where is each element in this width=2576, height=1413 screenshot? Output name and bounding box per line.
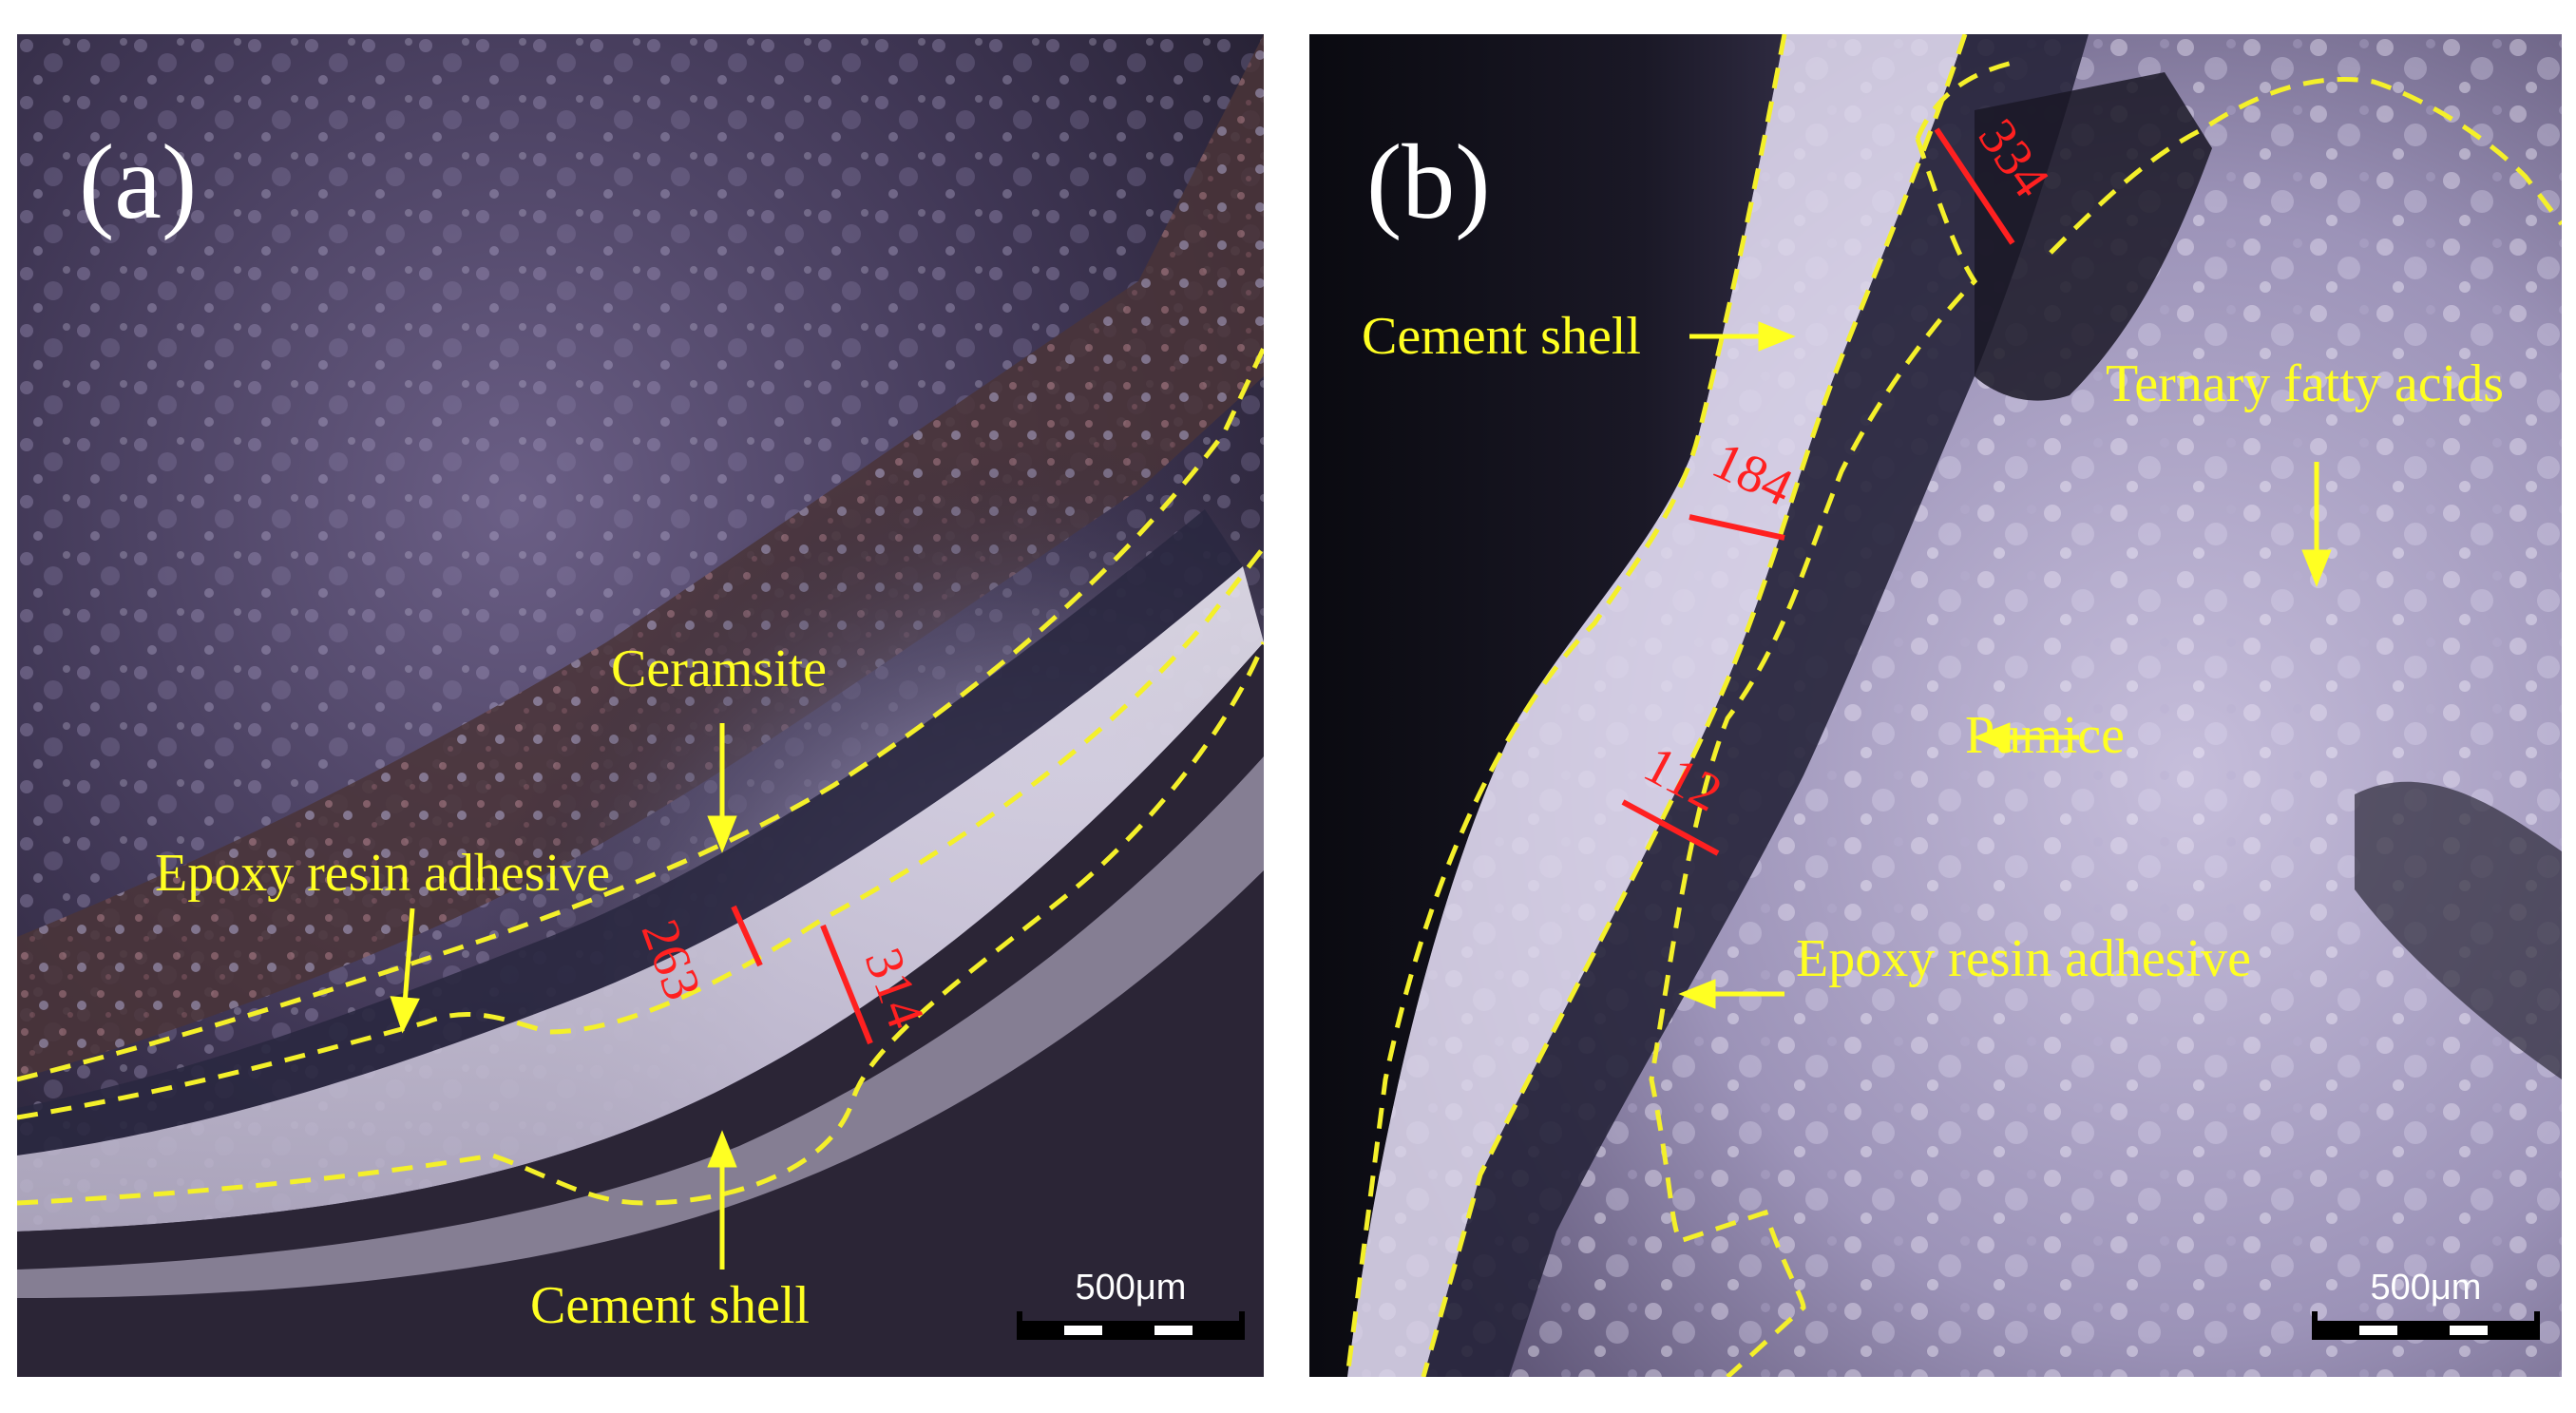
annotation-arrows-b	[1678, 321, 2332, 1009]
measurement-lines-a	[731, 905, 873, 1045]
measurement-lines-b	[1621, 127, 2015, 856]
annotation-cement-shell: Cement shell	[530, 1276, 810, 1335]
scale-bar-b: 500μm	[2312, 1270, 2540, 1346]
scale-bar-a: 500μm	[1017, 1270, 1245, 1346]
micrograph-panel-a: (a) Ceramsite Epoxy resin adhesive Cemen…	[17, 34, 1264, 1377]
micrograph-image-b	[1309, 34, 2562, 1377]
boundary-lines-a	[17, 346, 1264, 1206]
annotation-ceramsite: Ceramsite	[611, 640, 828, 698]
panel-label-a: (a)	[79, 124, 198, 241]
scale-bar-graphic-a	[1017, 1311, 1245, 1340]
micrograph-panel-b: (b) Cement shell Ternary fatty acids Pum…	[1309, 34, 2562, 1377]
scale-bar-graphic-b	[2312, 1311, 2540, 1340]
boundary-lines-b	[1345, 34, 2562, 1377]
micrograph-image-a	[17, 34, 1264, 1377]
annotation-pumice: Pumice	[1965, 706, 2125, 765]
annotation-arrows-a	[390, 723, 737, 1270]
annotation-epoxy-resin-adhesive: Epoxy resin adhesive	[1796, 929, 2251, 988]
annotation-cement-shell: Cement shell	[1362, 307, 1641, 366]
panel-label-b: (b)	[1366, 124, 1491, 241]
scale-label-b: 500μm	[2370, 1268, 2482, 1308]
annotation-ternary-fatty-acids: Ternary fatty acids	[2106, 354, 2504, 413]
annotation-epoxy-resin-adhesive: Epoxy resin adhesive	[155, 844, 610, 903]
scale-label-a: 500μm	[1075, 1268, 1187, 1308]
